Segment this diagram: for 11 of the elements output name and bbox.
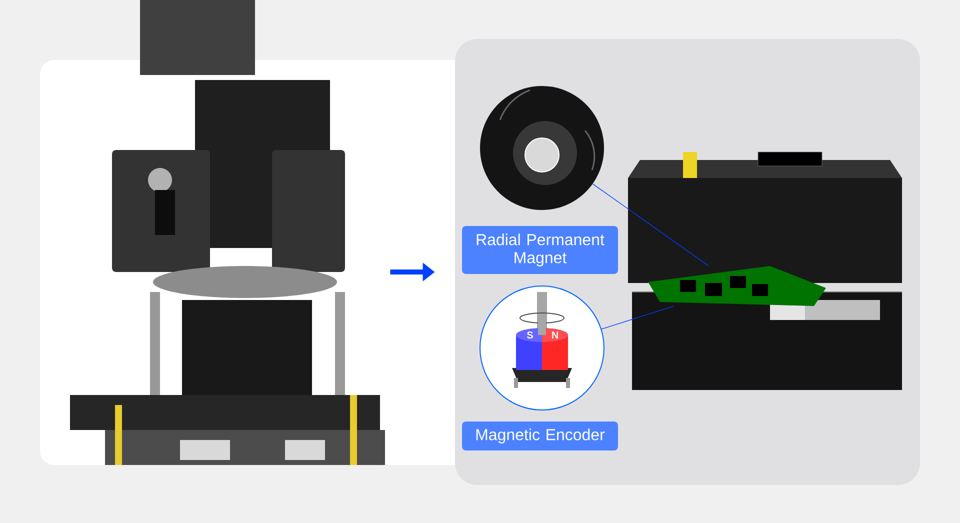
pole-letter: S xyxy=(526,331,533,339)
robot-arm-drawing xyxy=(70,0,385,465)
servo-motor-drawing xyxy=(628,152,902,390)
magnet-closeup-drawing xyxy=(480,86,604,210)
callout-label: Magnetic Encoder xyxy=(462,422,618,450)
leader-line xyxy=(592,184,709,266)
circuit-board-drawing xyxy=(648,266,826,306)
callout-label: Radial Permanent Magnet xyxy=(462,226,618,274)
leader-line xyxy=(600,306,674,330)
pole-letter: N xyxy=(552,332,558,338)
encoder-drawing xyxy=(480,286,604,410)
